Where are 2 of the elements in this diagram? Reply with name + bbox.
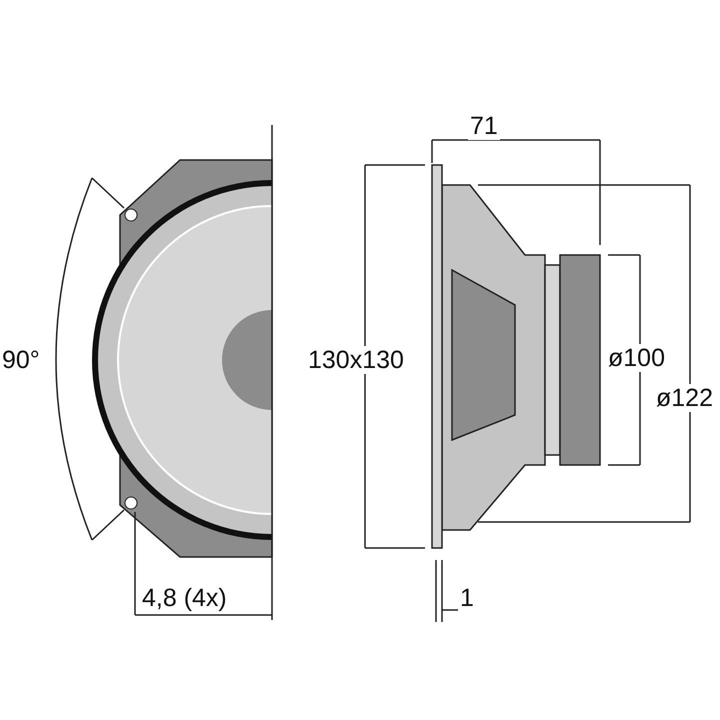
- diameter-label: ø122: [654, 384, 715, 412]
- diameter-label: ø100: [606, 344, 667, 372]
